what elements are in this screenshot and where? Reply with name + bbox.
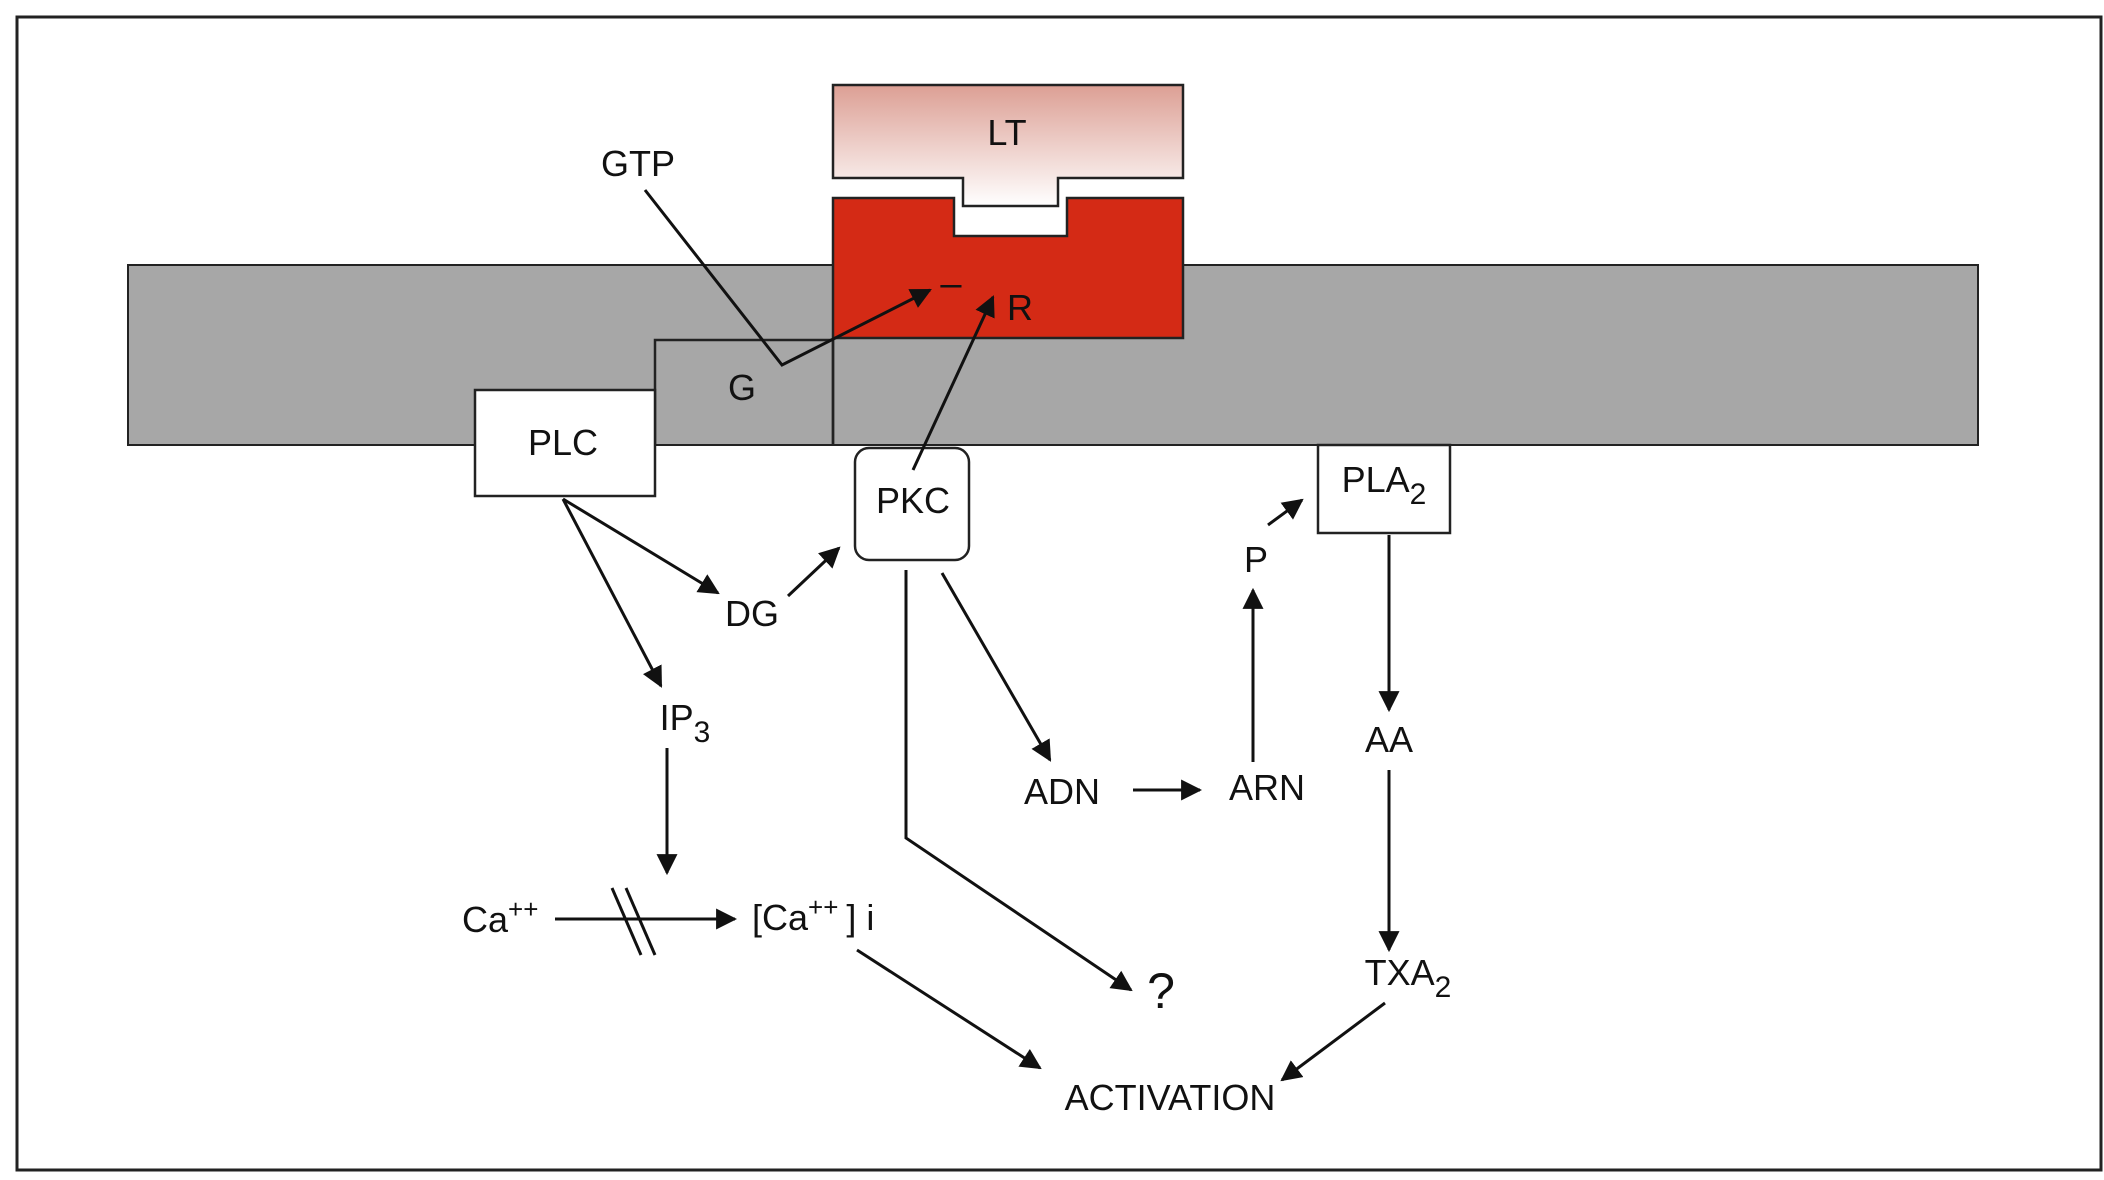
txa2-subscript: 2	[1435, 971, 1452, 1004]
pkc-box	[853, 446, 971, 562]
cai-superscript: ++	[808, 892, 838, 922]
cai-label: [Ca++ ] i	[752, 892, 874, 938]
ca-blocked-mark-1	[610, 887, 643, 956]
ca-base: Ca	[462, 899, 509, 940]
ip3-base: IP	[660, 697, 694, 738]
g-label: G	[728, 367, 756, 408]
adn-label: ADN	[1024, 771, 1100, 812]
r-label: R	[1007, 287, 1033, 328]
gtp-label: GTP	[601, 143, 675, 184]
plc-to-dg-arrow	[562, 497, 720, 595]
ligand-lt	[831, 83, 1185, 208]
plc-box	[473, 388, 657, 498]
pla2-subscript: 2	[1410, 478, 1427, 511]
gtp-to-g-arrow	[643, 189, 932, 367]
txa2-label: TXA2	[1365, 952, 1452, 1004]
receptor	[831, 196, 1185, 445]
lt-label: LT	[987, 112, 1026, 153]
ca-superscript: ++	[508, 894, 538, 924]
ip3-label: IP3	[660, 697, 711, 749]
pla2-box	[1316, 443, 1452, 535]
txa2-to-activation-arrow	[1280, 1001, 1386, 1082]
p-to-pla2-arrow	[1267, 498, 1304, 527]
txa2-base: TXA	[1365, 952, 1435, 993]
dg-to-pkc-arrow	[786, 546, 841, 598]
aa-label: AA	[1365, 719, 1413, 760]
plc-to-ip3-arrow	[561, 498, 663, 688]
cai-open: [Ca	[752, 897, 809, 938]
p-label: P	[1244, 539, 1268, 580]
ca-blocked-mark-2	[624, 887, 657, 956]
plc-label: PLC	[528, 422, 598, 463]
pkc-to-receptor-arrow	[911, 295, 995, 471]
ca-label: Ca++	[462, 894, 538, 940]
dg-label: DG	[725, 593, 779, 634]
ip3-subscript: 3	[694, 716, 711, 749]
figure-frame	[15, 15, 2103, 1172]
activation-label: ACTIVATION	[1065, 1077, 1276, 1118]
pla2-label: PLA2	[1342, 459, 1427, 511]
pkc-label: PKC	[876, 480, 950, 521]
pla2-base: PLA	[1342, 459, 1410, 500]
cai-to-activation-arrow	[856, 948, 1042, 1070]
minus-sign: –	[940, 263, 962, 305]
cai-close: ] i	[846, 897, 874, 938]
question-mark: ?	[1147, 963, 1175, 1019]
arn-label: ARN	[1229, 767, 1305, 808]
pkc-to-adn-arrow	[940, 572, 1052, 762]
pkc-to-question-arrow	[904, 570, 1133, 992]
